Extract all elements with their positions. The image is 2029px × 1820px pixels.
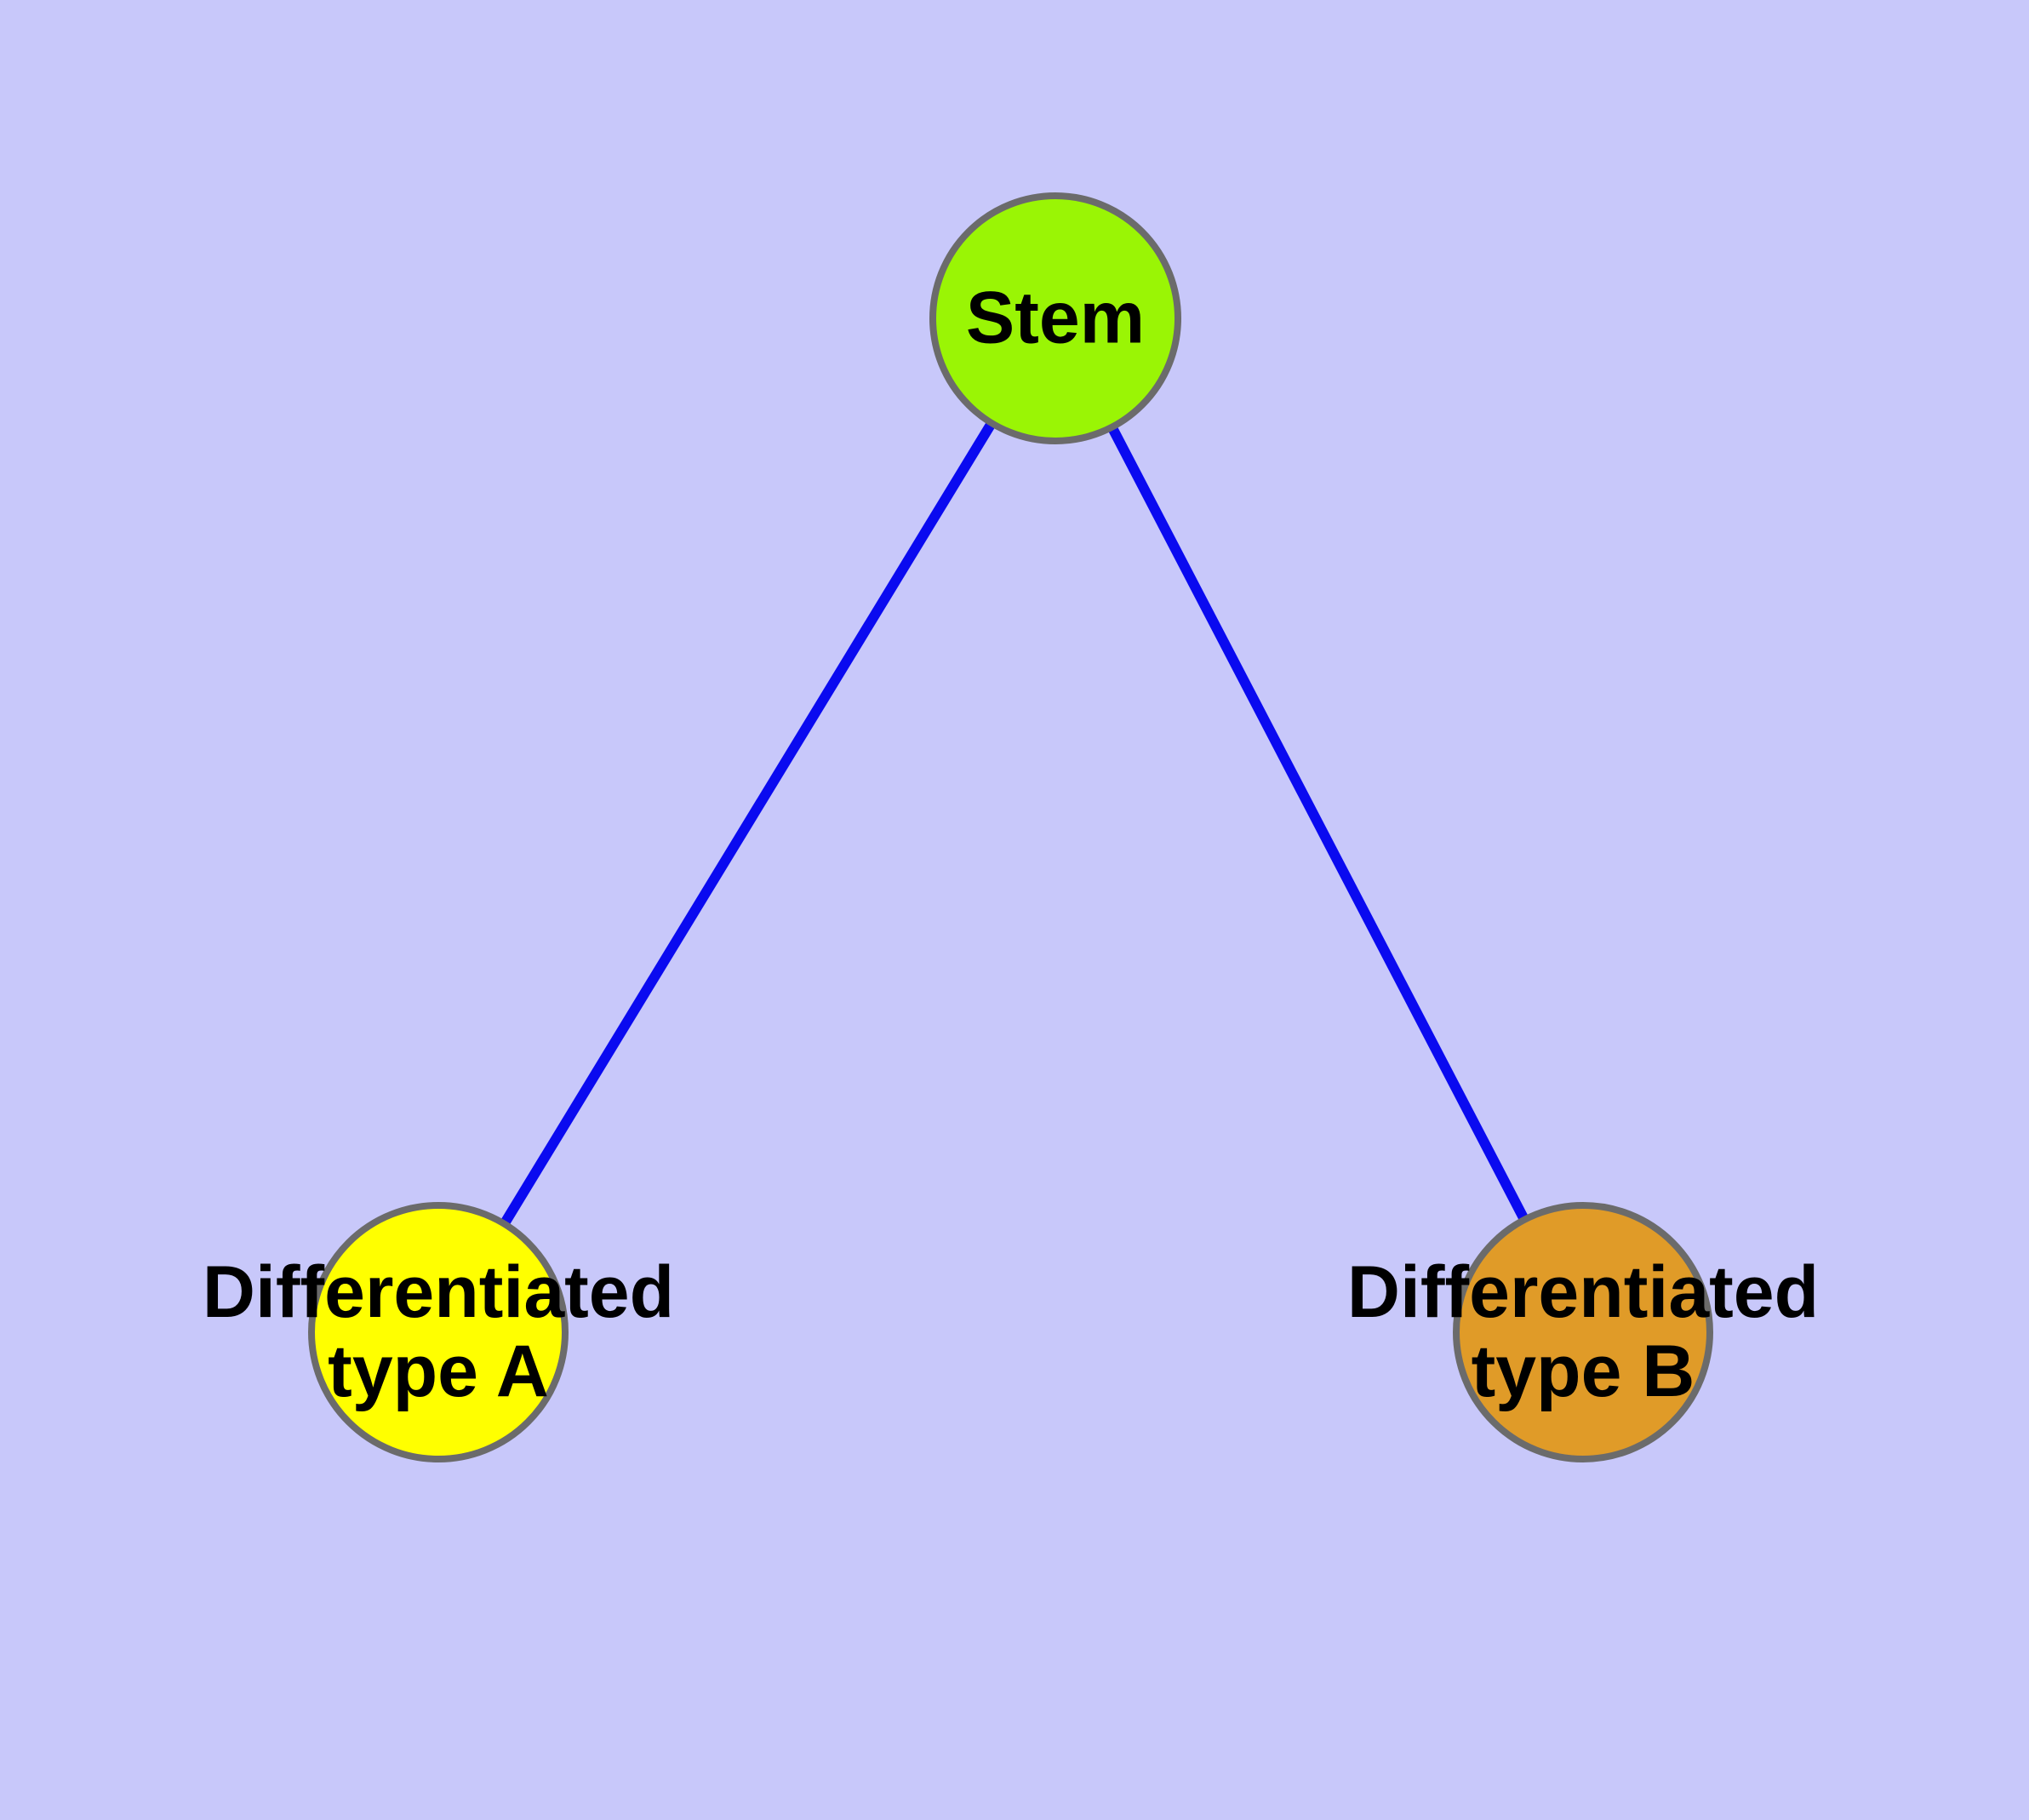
edge-stem-to-differentiated-type-b <box>1107 424 1529 1222</box>
node-differentiated-type-b[interactable] <box>1453 1202 1713 1462</box>
edge-stem-to-differentiated-type-a <box>500 420 997 1227</box>
nodes-layer <box>308 192 1713 1462</box>
node-stem[interactable] <box>929 192 1181 444</box>
edges-layer <box>500 420 1529 1227</box>
node-differentiated-type-a[interactable] <box>308 1202 569 1462</box>
